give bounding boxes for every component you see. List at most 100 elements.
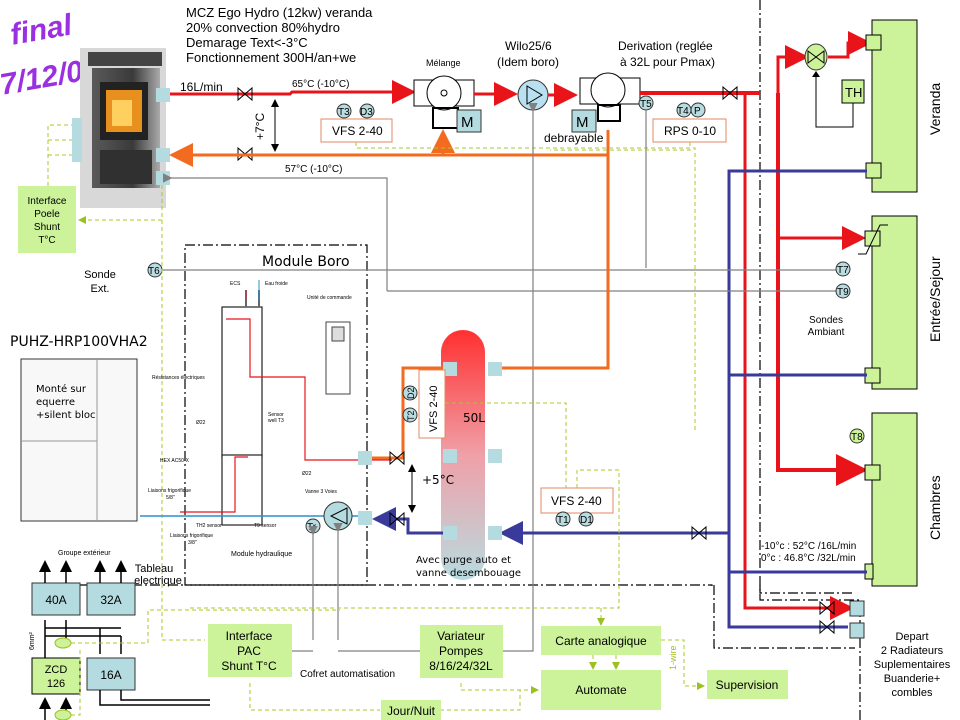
depart-supply-port: [849, 600, 865, 617]
sonde-ext-1: Sonde: [84, 269, 116, 281]
sensor-d2: [402, 385, 418, 401]
breaker-32a-label: 32A: [100, 593, 121, 607]
variateur-2: Pompes: [439, 644, 483, 658]
sensor-d3: [359, 103, 375, 119]
supervision-label: Supervision: [716, 678, 779, 692]
sensor-t7: [835, 261, 851, 277]
depart-return-port: [849, 622, 865, 639]
valve-icon[interactable]: [819, 619, 835, 635]
stove-title-3: Demarage Text<-3°C: [186, 35, 308, 50]
depart-line-1: Depart: [895, 631, 928, 643]
o22a-label: Ø22: [196, 420, 206, 426]
sensor-p-label: P: [694, 106, 701, 117]
vfs-top-label: VFS 2-40: [332, 124, 383, 138]
pump-label-2: (Idem boro): [497, 55, 559, 69]
tank-volume: 50L: [463, 411, 485, 425]
variateur-3: 8/16/24/32L: [429, 659, 493, 673]
stove-control-port: [156, 171, 170, 185]
liaison1-b: 5/8": [166, 495, 175, 501]
depart-line-5: combles: [892, 687, 933, 699]
valve-icon[interactable]: [389, 450, 405, 466]
sensor-t8-label: T8: [851, 432, 863, 443]
onewire-label: 1-wire: [668, 645, 678, 670]
return-temp-label: 57°C (-10°C): [285, 164, 342, 175]
groupe-label: Groupe extérieur: [58, 550, 111, 557]
room-veranda: Veranda: [927, 83, 943, 135]
sensor-d2-label: D2: [406, 387, 416, 399]
liaison2-a: Liaisons frigorifique: [170, 533, 213, 539]
stove-title-1: MCZ Ego Hydro (12kw) veranda: [186, 5, 373, 20]
supply-depart: [743, 93, 854, 620]
liaison2-b: 3/8": [188, 540, 197, 546]
tableau-line-1: Tableau: [135, 563, 174, 575]
zcd-meter: [31, 657, 81, 695]
radiator-chambres: [871, 412, 918, 587]
stove-side-panel: [72, 118, 82, 162]
supply-chambres: [776, 93, 868, 486]
breaker-16a-label: 16A: [100, 668, 121, 682]
pump-wilo[interactable]: [517, 79, 549, 111]
pump-pac[interactable]: [323, 501, 353, 531]
zcd-line-2: 126: [47, 678, 65, 690]
tank-note-2: vanne desembouage: [416, 568, 521, 579]
valve-icon[interactable]: [691, 525, 707, 541]
derivation-valve[interactable]: [579, 72, 641, 122]
interface-pac-3: Shunt T°C: [221, 659, 277, 673]
sonde-ext-2: Ext.: [91, 283, 110, 295]
boro-tank: [140, 280, 392, 526]
vfs-tank-label: VFS 2-40: [428, 386, 440, 432]
pump-label-1: Wilo25/6: [505, 39, 552, 53]
valve-icon[interactable]: [722, 85, 738, 101]
breaker-40a-label: 40A: [45, 593, 66, 607]
mount-line-2: equerre: [36, 397, 75, 408]
valve-icon[interactable]: [389, 511, 405, 527]
stamp-line1: final: [8, 8, 75, 51]
vanne-label: Vanne 3 Voies: [305, 489, 337, 495]
resistances-label: Résistances électriques: [152, 375, 205, 381]
derivation-label-1: Derivation (reglée: [618, 39, 713, 53]
motor-derivation-label: M: [576, 114, 589, 131]
sensor-t3-label: T3: [338, 107, 350, 118]
interface-pac-2: PAC: [237, 644, 261, 658]
vfs-tank-box: [418, 369, 446, 439]
breaker-32a: [86, 582, 136, 616]
vfs-return-box: [540, 487, 614, 514]
heatpump-unit: [20, 358, 138, 522]
variateur-1: Variateur: [437, 629, 485, 643]
interface-pac: [208, 624, 292, 677]
mount-line-1: Monté sur: [36, 383, 87, 395]
boundary-bottom: [60, 584, 713, 586]
sondes-line-1: Sondes: [809, 315, 843, 326]
cable-label: 6mm²: [29, 631, 36, 650]
supervision[interactable]: [707, 670, 788, 699]
sondes-line-2: Ambiant: [808, 327, 845, 338]
tank-delta: +5°C: [422, 473, 454, 487]
room-sejour: Entrée/Sejour: [927, 256, 943, 342]
valve-icon[interactable]: [819, 600, 835, 616]
carte-analogique: [541, 626, 661, 655]
depart-line-3: Suplementaires: [874, 659, 951, 671]
mount-line-3: +silent bloc: [36, 410, 95, 421]
interface-poele-2: Poele: [34, 209, 60, 220]
flow-label: 16L/min: [180, 80, 223, 94]
jour-nuit[interactable]: [381, 700, 441, 720]
tableau-line-2: electrique: [134, 575, 182, 587]
zcd-line-1: ZCD: [45, 664, 68, 676]
sensor-t5-label: T5: [640, 99, 652, 110]
stove-return: [156, 148, 170, 162]
sensor-tr-label: Tr: [307, 522, 317, 533]
eau-froide-label: Eau froide: [265, 281, 288, 287]
buffer-tank: [441, 330, 485, 580]
sensor-t8: [849, 428, 865, 444]
delta-stove-label: +7°C: [253, 113, 267, 140]
valve-icon[interactable]: [237, 86, 253, 102]
vfs-return-label: VFS 2-40: [551, 494, 602, 508]
breaker-40a: [31, 582, 81, 616]
cofret-label: Cofret automatisation: [300, 669, 395, 680]
variateur-pompes: [420, 625, 503, 678]
stove-title-2: 20% convection 80%hydro: [186, 20, 340, 35]
th2-label: TH2 sensor: [196, 523, 222, 529]
thermostat-head: [841, 79, 865, 104]
sensor-t3: [336, 103, 352, 119]
